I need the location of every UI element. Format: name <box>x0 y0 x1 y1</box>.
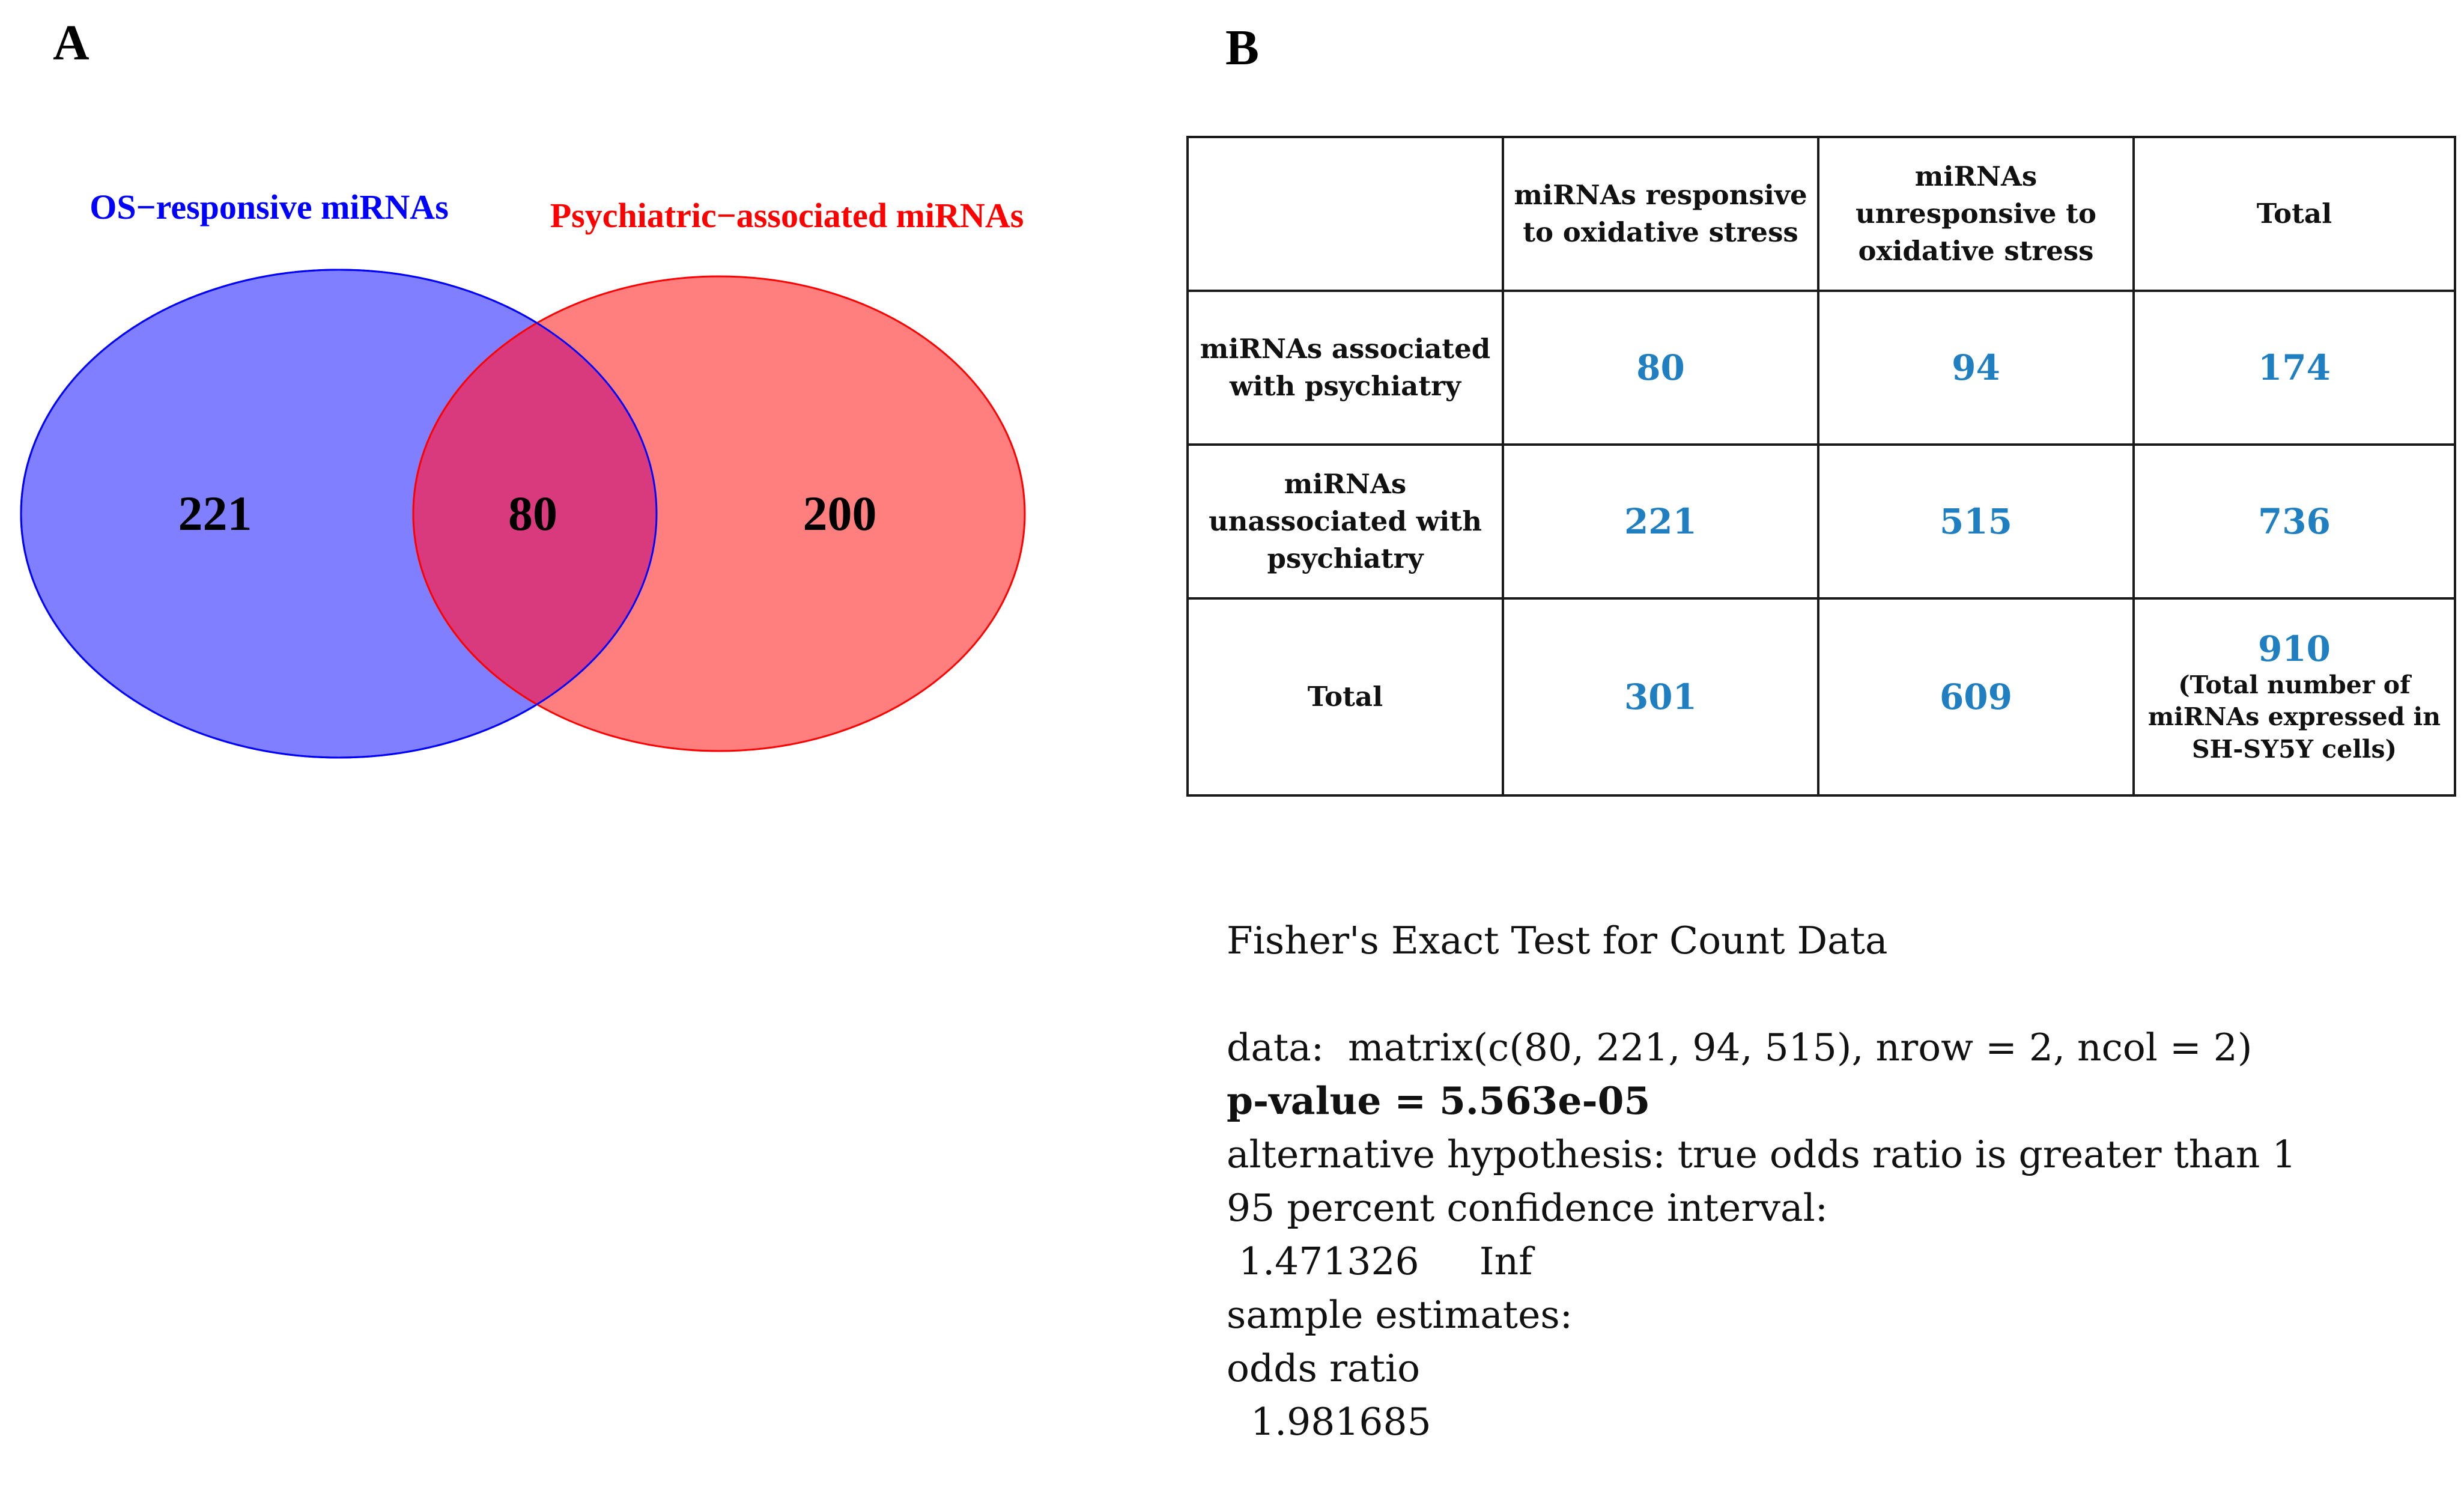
panel-label-b: B <box>1225 20 1260 76</box>
column-header-unresponsive: miRNAs unresponsive to oxidative stress <box>1817 136 2135 292</box>
fisher-ci-label: 95 percent confidence interval: <box>1227 1186 1828 1230</box>
cell-unassociated-unresponsive: 515 <box>1817 443 2135 600</box>
column-header-responsive: miRNAs responsive to oxidative stress <box>1502 136 1819 292</box>
cell-unassociated-responsive: 221 <box>1502 443 1819 600</box>
cell-associated-responsive: 80 <box>1502 290 1819 446</box>
cell-grand-total: 910 (Total number of miRNAs expressed in… <box>2132 597 2456 797</box>
venn-left-only-count: 221 <box>178 486 252 541</box>
venn-intersection-region <box>412 275 657 752</box>
fisher-alternative-hypothesis: alternative hypothesis: true odds ratio … <box>1227 1133 2296 1176</box>
table-row: miRNAs associated with psychiatry 80 94 … <box>1186 290 2456 446</box>
table-header-row: miRNAs responsive to oxidative stress mi… <box>1186 136 2456 292</box>
grand-total-note: (Total number of miRNAs expressed in SH-… <box>2147 670 2441 764</box>
contingency-table: miRNAs responsive to oxidative stress mi… <box>1186 136 2456 797</box>
cell-total-responsive: 301 <box>1502 597 1819 797</box>
table-row: Total 301 609 910 (Total number of miRNA… <box>1186 597 2456 797</box>
fisher-p-value: p-value = 5.563e-05 <box>1227 1078 1651 1123</box>
fisher-data-line: data: matrix(c(80, 221, 94, 515), nrow =… <box>1227 1026 2253 1069</box>
fisher-ci-values: 1.471326 Inf <box>1227 1239 1533 1283</box>
grand-total-value: 910 <box>2257 628 2331 670</box>
row-header-unassociated: miRNAs unassociated with psychiatry <box>1186 443 1504 600</box>
cell-unassociated-total: 736 <box>2132 443 2456 600</box>
table-corner-cell <box>1186 136 1504 292</box>
column-header-total: Total <box>2132 136 2456 292</box>
venn-left-set-title: OS−responsive miRNAs <box>90 187 449 227</box>
fisher-odds-label: odds ratio <box>1227 1346 1421 1390</box>
fisher-estimates-label: sample estimates: <box>1227 1293 1573 1337</box>
cell-associated-unresponsive: 94 <box>1817 290 2135 446</box>
row-header-associated: miRNAs associated with psychiatry <box>1186 290 1504 446</box>
cell-associated-total: 174 <box>2132 290 2456 446</box>
row-header-total: Total <box>1186 597 1504 797</box>
fisher-title: Fisher's Exact Test for Count Data <box>1227 919 1888 962</box>
venn-right-only-count: 200 <box>803 486 877 541</box>
venn-right-set-title: Psychiatric−associated miRNAs <box>550 196 1024 235</box>
panel-label-a: A <box>53 15 90 71</box>
venn-left-set-outline <box>20 269 658 759</box>
cell-total-unresponsive: 609 <box>1817 597 2135 797</box>
table-row: miRNAs unassociated with psychiatry 221 … <box>1186 443 2456 600</box>
fisher-test-output: Fisher's Exact Test for Count Data data: … <box>1227 860 2296 1502</box>
venn-intersection-count: 80 <box>508 486 557 541</box>
venn-diagram: OS−responsive miRNAs Psychiatric−associa… <box>20 187 1026 759</box>
fisher-odds-value: 1.981685 <box>1227 1400 1431 1444</box>
